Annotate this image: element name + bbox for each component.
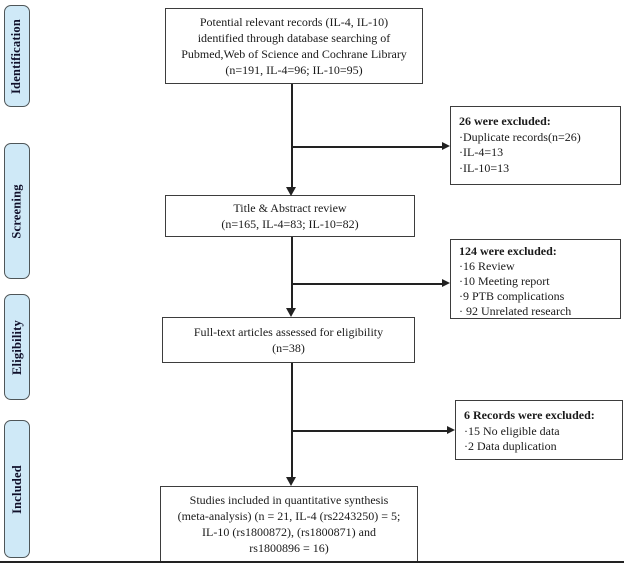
- stage-screening: Screening: [4, 143, 30, 279]
- arrow-line-to-duplicates-exclusion: [292, 146, 442, 148]
- flow-box-title-abstract-review-line2: (n=165, IL-4=83; IL-10=82): [221, 217, 359, 231]
- arrowhead-down-to-title-abstract: [286, 187, 296, 196]
- exclusion-item: ·IL-4=13: [459, 145, 504, 159]
- flow-box-fulltext-assessed-line2: (n=38): [272, 341, 305, 355]
- flow-box-title-abstract-review-line1: Title & Abstract review: [233, 201, 347, 215]
- flow-box-fulltext-assessed-line1: Full-text articles assessed for eligibil…: [193, 325, 384, 339]
- stage-identification: Identification: [4, 5, 30, 107]
- arrow-line-eligibility-to-included: [291, 363, 293, 478]
- exclusion-item: ·15 No eligible data: [464, 423, 560, 438]
- stage-screening-label: Screening: [9, 183, 24, 239]
- flow-box-studies-included-line2: (meta-analysis) (n = 21, IL-4 (rs2243250…: [177, 509, 401, 523]
- exclusion-item: · 92 Unrelated research: [459, 304, 572, 318]
- flow-box-records-identified-line2: identified through database searching of: [197, 31, 391, 45]
- exclusion-box-screening-title: 124 were excluded:: [459, 244, 557, 258]
- arrowhead-right-to-screening-exclusion: [442, 279, 450, 287]
- stage-eligibility: Eligibility: [4, 294, 30, 400]
- arrow-line-screening-to-eligibility: [291, 237, 293, 309]
- exclusion-item: ·IL-10=13: [459, 160, 510, 175]
- figure-bottom-rule: [0, 561, 624, 563]
- arrowhead-down-to-fulltext: [286, 308, 296, 317]
- arrow-line-identification-to-screening: [291, 84, 293, 187]
- exclusion-box-screening: 124 were excluded: ·16 Review ·10 Meetin…: [450, 239, 621, 319]
- stage-included-label: Included: [9, 464, 24, 514]
- stage-included: Included: [4, 420, 30, 558]
- stage-identification-label: Identification: [9, 18, 24, 94]
- arrowhead-down-to-studies-included: [286, 477, 296, 486]
- flow-box-studies-included-line1: Studies included in quantitative synthes…: [189, 493, 389, 507]
- flow-box-records-identified-line1: Potential relevant records (IL-4, IL-10): [199, 15, 389, 29]
- arrowhead-right-to-duplicates-exclusion: [442, 142, 450, 150]
- exclusion-item: ·2 Data duplication: [464, 439, 557, 453]
- flow-box-studies-included: Studies included in quantitative synthes…: [160, 486, 418, 562]
- exclusion-box-eligibility: 6 Records were excluded: ·15 No eligible…: [455, 400, 623, 460]
- flow-box-studies-included-line4: rs1800896 = 16): [249, 541, 329, 555]
- flow-box-fulltext-assessed: Full-text articles assessed for eligibil…: [162, 317, 415, 363]
- flow-box-records-identified-line4: (n=191, IL-4=96; IL-10=95): [225, 63, 363, 77]
- exclusion-item: ·10 Meeting report: [459, 274, 550, 288]
- flow-box-records-identified-line3: Pubmed,Web of Science and Cochrane Libra…: [181, 47, 407, 61]
- exclusion-box-duplicates: 26 were excluded: ·Duplicate records(n=2…: [450, 106, 621, 185]
- exclusion-item: ·9 PTB complications: [459, 289, 565, 303]
- arrowhead-right-to-eligibility-exclusion: [447, 426, 455, 434]
- stage-eligibility-label: Eligibility: [9, 319, 24, 375]
- exclusion-item: ·Duplicate records(n=26): [459, 129, 581, 144]
- arrow-line-to-eligibility-exclusion: [292, 430, 447, 432]
- arrow-line-to-screening-exclusion: [292, 283, 442, 285]
- exclusion-box-duplicates-title: 26 were excluded:: [459, 114, 551, 128]
- flow-box-studies-included-line3: IL-10 (rs1800872), (rs1800871) and: [202, 525, 376, 539]
- exclusion-item: ·16 Review: [459, 259, 515, 273]
- exclusion-box-eligibility-title: 6 Records were excluded:: [464, 408, 595, 422]
- flow-box-title-abstract-review: Title & Abstract review (n=165, IL-4=83;…: [165, 195, 415, 237]
- flow-box-records-identified: Potential relevant records (IL-4, IL-10)…: [165, 8, 423, 84]
